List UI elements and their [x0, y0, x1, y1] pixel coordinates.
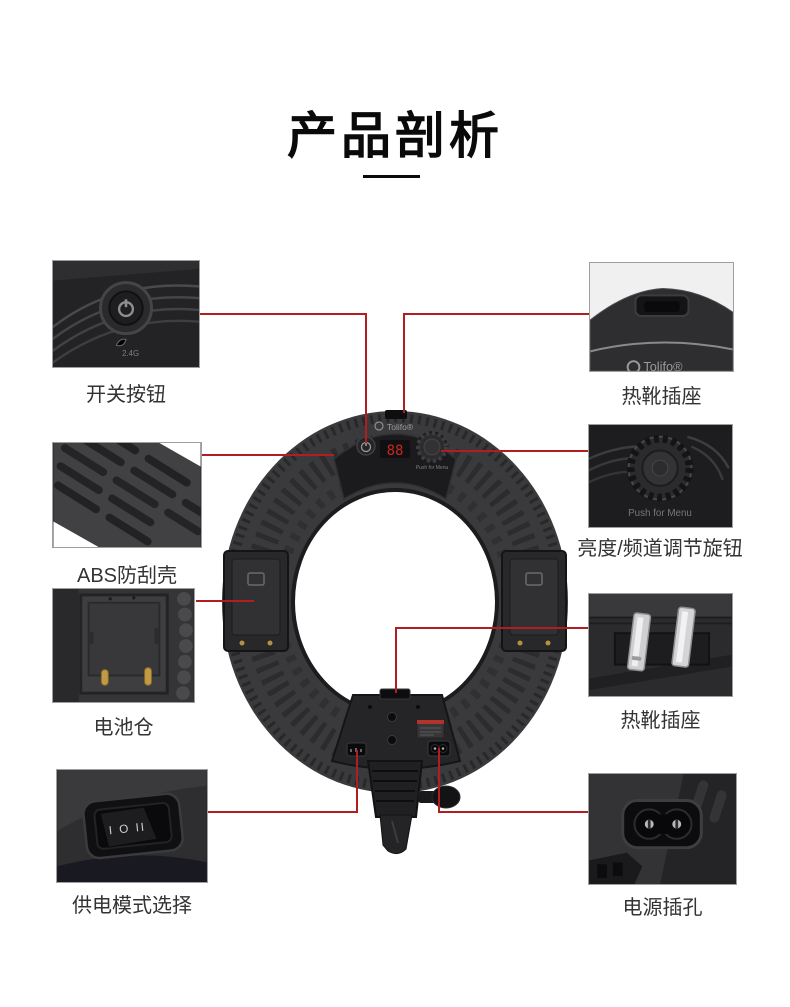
- callout-label-hot-shoe-mount: 热靴插座: [620, 710, 701, 732]
- callout-label-brightness-knob: 亮度/频道调节旋钮: [577, 538, 743, 560]
- callout-label-hot-shoe-socket: 热靴插座: [621, 386, 702, 408]
- spec-sticker: [416, 719, 445, 739]
- callout-line: [438, 748, 440, 813]
- ring-light-product: Tolifo® 88 Push for Menu: [222, 410, 568, 855]
- battery-plate: [79, 593, 169, 695]
- svg-text:Tolifo®: Tolifo®: [643, 359, 683, 371]
- callout-line: [356, 750, 358, 813]
- thumb-hot-shoe-mount: [588, 593, 733, 697]
- thumb-power-mode-switch: I O II: [56, 769, 208, 883]
- thumb-battery-bay: [52, 588, 195, 703]
- callout-label-battery-bay: 电池仓: [93, 717, 154, 739]
- callout-line: [395, 627, 397, 693]
- battery-pins: [100, 667, 152, 686]
- title-underline: [363, 175, 420, 178]
- control-panel: Tolifo® 88 Push for Menu: [333, 410, 457, 501]
- callout-line: [365, 313, 367, 443]
- mount-bracket: [330, 688, 462, 770]
- svg-text:88: 88: [387, 443, 404, 459]
- battery-plate-right: [501, 550, 567, 652]
- rf-detail-text: 2.4G: [122, 349, 139, 358]
- callout-label-power-mode-switch: 供电模式选择: [72, 895, 192, 917]
- figure8-inlet-icon: [621, 799, 703, 850]
- panel-logo: Tolifo®: [374, 421, 414, 432]
- page-title: 产品剖析: [287, 108, 503, 164]
- tightening-knob: [431, 785, 461, 809]
- leaf-icon: [115, 338, 127, 347]
- thumb-abs-shell: [52, 442, 202, 548]
- metal-clips: [626, 606, 696, 672]
- callout-line: [196, 600, 254, 602]
- thumb-power-button: 2.4G: [52, 260, 200, 368]
- thumb-brightness-knob: Push for Menu: [588, 424, 733, 528]
- rocker-switch-icon: I O II: [82, 792, 184, 860]
- led-display: 88: [380, 440, 410, 459]
- rib-slots: [53, 443, 201, 546]
- adjust-knob-icon: [626, 434, 694, 502]
- scalloped-edge: [176, 591, 193, 701]
- rocker-markings: I O II: [108, 820, 146, 837]
- brand-logo-partial: Tolifo®: [626, 359, 683, 371]
- callout-label-abs-shell: ABS防刮壳: [76, 565, 178, 587]
- battery-plate-left: [223, 550, 289, 652]
- callout-line: [441, 450, 588, 452]
- callout-line: [404, 313, 589, 315]
- knob-caption-text: Push for Menu: [628, 508, 692, 519]
- callout-label-power-inlet: 电源插孔: [622, 897, 703, 919]
- hot-shoe-slot-shape: [634, 294, 690, 317]
- callout-line: [200, 313, 367, 315]
- top-hot-shoe-slot: [385, 410, 407, 419]
- callout-line: [403, 313, 405, 413]
- thumb-hot-shoe-socket: Tolifo®: [589, 262, 734, 372]
- callout-line: [207, 811, 357, 813]
- callout-line: [440, 811, 588, 813]
- power-button-icon: [99, 281, 153, 336]
- callout-line: [396, 627, 588, 629]
- svg-text:Push for Menu: Push for Menu: [416, 465, 449, 471]
- callout-label-power-button: 开关按钮: [86, 384, 166, 406]
- callout-line: [202, 454, 334, 456]
- panel-adjust-knob: Push for Menu: [416, 431, 449, 471]
- thumb-power-inlet: [588, 773, 737, 885]
- svg-text:Tolifo®: Tolifo®: [387, 422, 414, 432]
- stand-mount: [366, 760, 461, 855]
